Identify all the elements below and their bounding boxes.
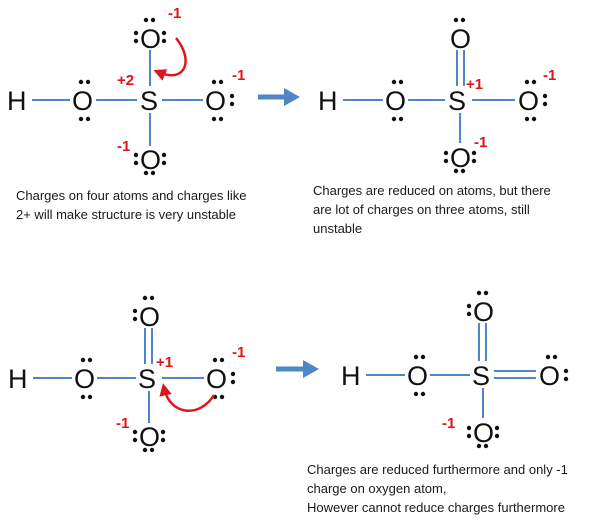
atom-o-bottom: O xyxy=(139,422,160,452)
charge-s: +1 xyxy=(156,354,173,371)
atoms: H O S O O O xyxy=(7,24,226,175)
charges: +1 -1 -1 xyxy=(116,344,245,432)
charge-o-bottom: -1 xyxy=(474,134,487,151)
reaction-arrow-1 xyxy=(258,88,300,106)
curved-arrow-icon xyxy=(159,383,216,412)
atom-s: S xyxy=(472,361,490,391)
atom-h: H xyxy=(341,361,361,391)
caption-structure-2: Charges are reduced on atoms, but there … xyxy=(313,183,551,236)
atom-s: S xyxy=(140,86,158,116)
atom-h: H xyxy=(318,86,338,116)
structure-3: H O S O O O +1 -1 -1 xyxy=(8,295,245,453)
atom-s: S xyxy=(138,364,156,394)
atom-h: H xyxy=(7,86,27,116)
atom-o-right: O xyxy=(205,86,226,116)
atom-o-top: O xyxy=(450,24,471,54)
atom-o-top: O xyxy=(140,24,161,54)
charge-o-bottom: -1 xyxy=(442,415,455,432)
reaction-arrow-2 xyxy=(276,360,319,378)
caption-structure-4: Charges are reduced furthermore and only… xyxy=(307,462,568,515)
lone-pairs xyxy=(80,295,236,453)
charge-s: +1 xyxy=(466,76,483,93)
structure-2: H O S O O O +1 -1 -1 xyxy=(318,17,556,174)
atom-o-hydroxyl: O xyxy=(74,364,95,394)
atoms: H O S O O O xyxy=(341,297,560,448)
atom-o-top: O xyxy=(473,297,494,327)
atom-o-bottom: O xyxy=(450,143,471,173)
charge-o-right: -1 xyxy=(232,344,245,361)
charge-o-bottom: -1 xyxy=(116,415,129,432)
arrow-right-icon xyxy=(284,88,300,106)
atom-o-right: O xyxy=(539,361,560,391)
lone-pairs xyxy=(391,17,548,174)
atom-o-hydroxyl: O xyxy=(407,361,428,391)
arrow-right-icon xyxy=(303,360,319,378)
structure-4: H O S O O O -1 xyxy=(341,290,569,449)
curved-arrow-icon xyxy=(153,37,187,81)
bonds xyxy=(32,50,203,146)
charges: +1 -1 -1 xyxy=(466,67,556,151)
charge-o-right: -1 xyxy=(232,67,245,84)
charge-o-top: -1 xyxy=(168,5,181,22)
atom-h: H xyxy=(8,364,28,394)
charges: +2 -1 -1 -1 xyxy=(117,5,245,155)
bonds xyxy=(343,50,515,143)
atom-o-bottom: O xyxy=(473,418,494,448)
atom-o-bottom: O xyxy=(140,145,161,175)
charge-s: +2 xyxy=(117,72,134,89)
lone-pairs xyxy=(78,17,235,176)
charge-o-right: -1 xyxy=(543,67,556,84)
lone-pairs xyxy=(413,290,569,449)
atoms: H O S O O O xyxy=(8,302,227,452)
atom-o-right: O xyxy=(518,86,539,116)
bonds xyxy=(366,323,536,418)
atom-o-hydroxyl: O xyxy=(385,86,406,116)
charge-o-bottom: -1 xyxy=(117,138,130,155)
atom-o-hydroxyl: O xyxy=(72,86,93,116)
structure-1: H O S O O O +2 -1 -1 xyxy=(7,5,245,176)
caption-structure-1: Charges on four atoms and charges like 2… xyxy=(16,188,247,222)
charges: -1 xyxy=(442,415,455,432)
bonds xyxy=(33,328,204,423)
atom-o-right: O xyxy=(206,364,227,394)
atom-s: S xyxy=(448,86,466,116)
atom-o-top: O xyxy=(139,302,160,332)
atoms: H O S O O O xyxy=(318,24,539,173)
